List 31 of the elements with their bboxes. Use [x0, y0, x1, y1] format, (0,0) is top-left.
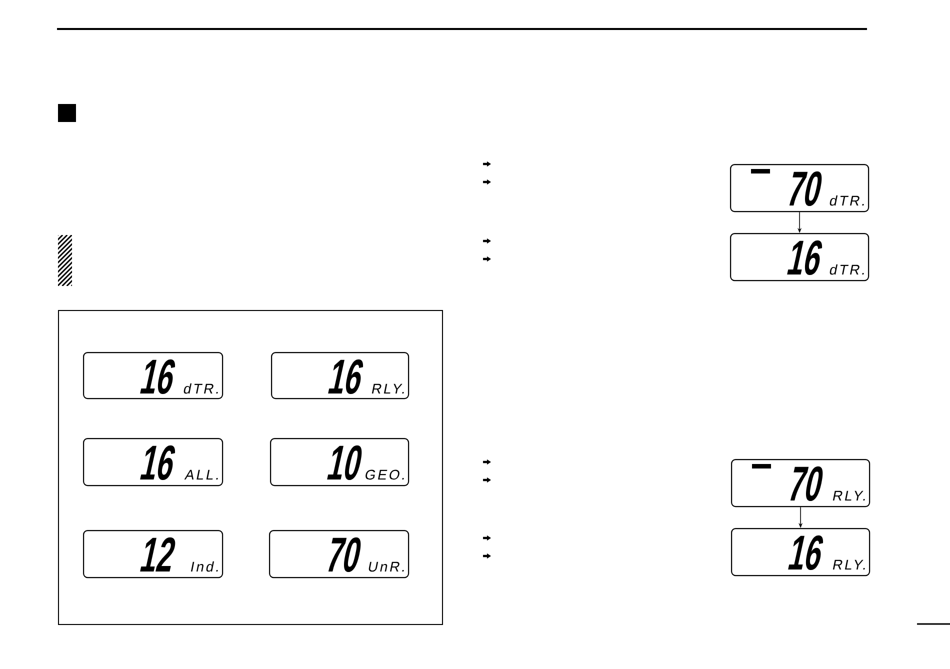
channel-number: 70	[790, 466, 823, 501]
mode-label: RLY.	[832, 560, 865, 570]
channel-number: 12	[140, 537, 176, 572]
mode-label: GEO.	[366, 470, 404, 480]
channel-number: 16	[140, 359, 176, 394]
lcd-display	[269, 530, 410, 578]
lcd-display	[731, 528, 870, 576]
lcd-display	[83, 352, 224, 400]
channel-number: 10	[327, 445, 362, 480]
channel-number: 70	[789, 171, 822, 206]
lcd-display	[730, 233, 870, 282]
mode-label: ALL.	[184, 470, 218, 480]
mode-label: dTR.	[184, 383, 218, 394]
lcd-display	[270, 438, 410, 486]
channel-number: 16	[787, 240, 822, 275]
lcd-display	[731, 459, 870, 508]
mode-label: dTR.	[830, 195, 864, 206]
mode-label: RLY.	[832, 490, 865, 500]
channel-number: 16	[140, 445, 176, 480]
channel-number: 16	[788, 535, 824, 570]
mode-label: dTR.	[830, 264, 864, 275]
lcd-display	[83, 530, 224, 578]
mode-label: Ind.	[190, 561, 218, 572]
channel-number: 70	[328, 537, 361, 572]
lcd-display	[730, 164, 870, 212]
lcd-display	[271, 352, 410, 400]
figure-frame	[58, 310, 443, 625]
channel-number: 16	[328, 359, 364, 394]
mode-label: RLY.	[372, 384, 404, 394]
mode-label: UnR.	[368, 562, 404, 572]
lcd-display	[83, 438, 224, 486]
